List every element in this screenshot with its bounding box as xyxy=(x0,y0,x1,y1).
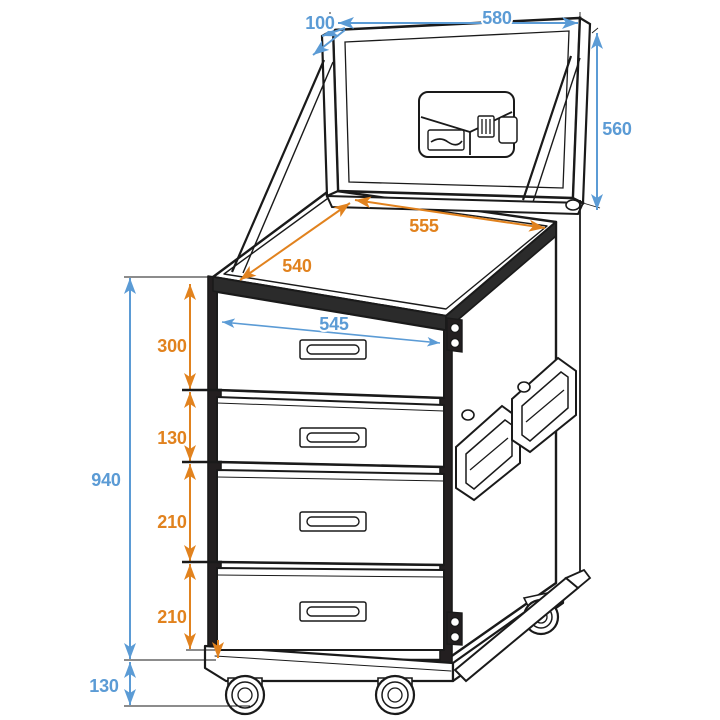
side-handle-upper-stud xyxy=(517,381,531,393)
side-handle-upper[interactable] xyxy=(511,356,577,454)
butterfly-latch[interactable] xyxy=(418,91,518,158)
castor-front-left xyxy=(224,674,266,716)
dim-label-drawer-3: 210 xyxy=(157,512,187,532)
castor-front-right xyxy=(374,674,416,716)
rear-chassis-rail-top xyxy=(564,568,592,590)
dimension-lines-blue xyxy=(124,17,603,705)
dimension-labels: 580 100 560 555 540 545 300 130 210 210 … xyxy=(87,6,634,698)
corner-latch-upper[interactable] xyxy=(446,317,463,353)
dim-label-inner-depth: 540 xyxy=(282,256,312,276)
side-handle-lower[interactable] xyxy=(455,404,521,502)
dim-label-front-width: 545 xyxy=(319,314,349,334)
drawer-4[interactable] xyxy=(216,567,445,651)
side-handles xyxy=(455,356,577,502)
recessed-drawer-pull[interactable] xyxy=(299,427,367,448)
dim-label-body-height: 940 xyxy=(91,470,121,490)
lid-stay-arm-right-2 xyxy=(532,57,581,203)
dim-line-lid-depth xyxy=(312,29,346,56)
recessed-drawer-pull[interactable] xyxy=(299,339,367,360)
drawer-3[interactable] xyxy=(216,469,445,567)
dimension-ticks xyxy=(182,388,222,564)
dim-line-front-width xyxy=(221,318,441,347)
dimension-lines-orange xyxy=(184,196,546,658)
dim-label-lid-width: 580 xyxy=(482,8,512,28)
lid-hinge xyxy=(565,199,581,211)
corner-latches xyxy=(446,317,463,646)
side-handle-lower-stud xyxy=(461,409,475,421)
dim-label-drawer-1: 300 xyxy=(157,336,187,356)
drawer-2[interactable] xyxy=(216,396,445,469)
recessed-drawer-pull[interactable] xyxy=(299,601,367,622)
dim-line-inner-depth xyxy=(239,202,351,281)
dim-label-drawer-2: 130 xyxy=(157,428,187,448)
dim-label-wheel-height: 130 xyxy=(89,676,119,696)
recessed-drawer-pull[interactable] xyxy=(299,511,367,532)
dim-label-lid-depth: 100 xyxy=(305,13,335,33)
lid-assembly xyxy=(230,16,592,274)
dim-line-inner-width xyxy=(354,196,546,232)
castors xyxy=(224,200,592,716)
dim-label-lid-height: 560 xyxy=(602,119,632,139)
dim-label-inner-width: 555 xyxy=(409,216,439,236)
corner-latch-lower[interactable] xyxy=(446,611,463,646)
case-base-plinth-edge xyxy=(214,655,452,672)
lid-stay-arm-right xyxy=(521,55,573,201)
dim-label-drawer-4: 210 xyxy=(157,607,187,627)
dim-line-lid-depth-b xyxy=(321,25,346,37)
